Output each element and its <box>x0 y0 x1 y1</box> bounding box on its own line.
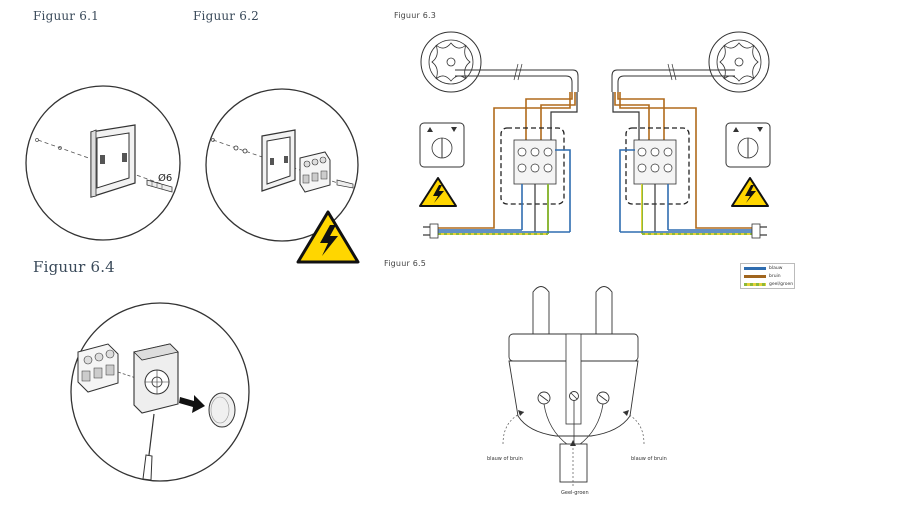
label-left-wire: blauw of bruin <box>487 456 523 462</box>
legend-item: bruin <box>741 273 794 280</box>
figure-6-2-title: Figuur 6.2 <box>193 9 259 23</box>
legend-swatch-blue <box>744 267 766 270</box>
thermostat-knob-icon <box>708 31 770 93</box>
figure-6-3-illustration <box>419 31 771 239</box>
screwdriver-icon <box>142 413 155 481</box>
legend-swatch-brown <box>744 275 766 278</box>
thermostat-knob-icon <box>420 31 482 93</box>
diameter-label: Ø6 <box>158 172 172 184</box>
switch-unit <box>133 343 179 414</box>
legend-label: bruin <box>769 274 781 279</box>
figure-6-4-title: Figuur 6.4 <box>33 258 115 276</box>
warning-triangle-icon <box>296 210 360 264</box>
arrow-right-icon <box>179 395 205 413</box>
wall-plug <box>146 179 173 193</box>
legend-label: geel/groen <box>769 282 794 287</box>
terminal-block <box>299 151 331 193</box>
figure-6-1-title: Figuur 6.1 <box>33 9 99 23</box>
figure-6-2-illustration <box>205 88 360 264</box>
mounting-plate <box>90 124 136 198</box>
figure-6-1-illustration: Ø6 <box>25 85 181 241</box>
label-right-wire: blauw of bruin <box>631 456 667 462</box>
figure-6-5-title: Figuur 6.5 <box>384 259 427 268</box>
label-ground-wire: Geel-groen <box>561 490 589 496</box>
figure-6-4-illustration <box>70 302 250 482</box>
figure-6-3-title: Figuur 6.3 <box>394 11 437 20</box>
warning-triangle-icon <box>419 177 457 207</box>
wiring-diagram-right <box>611 31 771 239</box>
legend-item: blauw <box>741 265 794 272</box>
plug-icon <box>751 223 767 239</box>
switch-panel-icon <box>419 122 465 168</box>
figure-6-5-illustration: blauw of bruin blauw of bruin Geel-groen <box>487 286 667 496</box>
warning-triangle-icon <box>731 177 769 207</box>
terminal-block <box>77 343 119 393</box>
wire-color-legend: blauw bruin geel/groen <box>740 263 795 289</box>
legend-swatch-yellow-green <box>744 283 766 286</box>
plug-icon <box>423 223 439 239</box>
wiring-diagram-left <box>419 31 579 239</box>
legend-item: geel/groen <box>741 281 794 288</box>
switch-panel-icon <box>725 122 771 168</box>
legend-label: blauw <box>769 266 783 271</box>
